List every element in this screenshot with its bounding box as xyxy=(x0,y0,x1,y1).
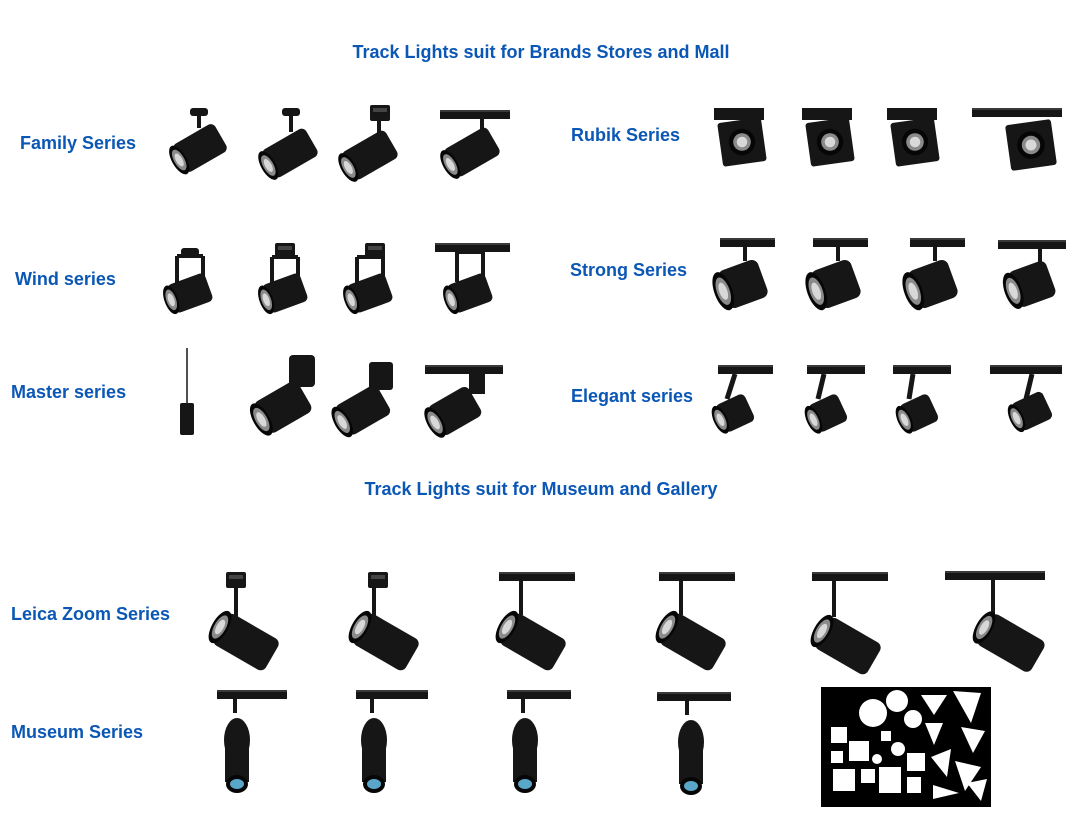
track-light-icon xyxy=(711,365,775,434)
heading-museum: Track Lights suit for Museum and Gallery xyxy=(364,479,718,499)
label-wind-series: Wind series xyxy=(15,269,116,289)
track-light-icon xyxy=(163,248,215,315)
track-light-icon xyxy=(902,238,970,311)
track-light-icon xyxy=(893,365,955,434)
track-light-icon xyxy=(249,355,320,436)
label-museum-series: Museum Series xyxy=(11,722,144,742)
label-leica-zoom-series: Leica Zoom Series xyxy=(11,604,171,624)
track-light-icon xyxy=(798,108,858,170)
track-light-icon xyxy=(710,108,770,170)
track-light-icon xyxy=(338,105,405,183)
track-light-icon xyxy=(945,571,1050,672)
label-family-series: Family Series xyxy=(20,133,137,153)
track-light-icon xyxy=(998,240,1068,309)
track-light-icon xyxy=(495,572,582,671)
track-light-icon xyxy=(331,362,400,438)
track-light-icon xyxy=(352,690,430,800)
track-light-icon xyxy=(258,108,320,183)
track-light-icon xyxy=(440,110,510,180)
heading-retail: Track Lights suit for Brands Stores and … xyxy=(352,42,730,62)
track-light-icon xyxy=(424,365,505,438)
track-light-icon xyxy=(505,690,575,800)
track-light-icon xyxy=(990,365,1065,433)
track-light-icon xyxy=(169,108,230,178)
track-light-icon xyxy=(213,690,288,800)
track-light-icon xyxy=(348,572,422,671)
label-rubik-series: Rubik Series xyxy=(571,125,681,145)
label-master-series: Master series xyxy=(11,382,127,402)
track-light-icon xyxy=(712,238,780,311)
label-elegant-series: Elegant series xyxy=(571,386,694,406)
track-light-icon xyxy=(804,365,869,434)
geometric-pattern-icon xyxy=(821,687,991,807)
track-light-icon xyxy=(883,108,943,170)
label-strong-series: Strong Series xyxy=(570,260,688,280)
track-light-icon xyxy=(972,108,1062,176)
track-light-icon xyxy=(805,238,873,311)
track-light-icon xyxy=(435,243,510,315)
track-light-icon xyxy=(208,572,282,671)
track-light-icon xyxy=(258,243,310,315)
track-light-icon xyxy=(343,243,395,315)
track-light-icon xyxy=(655,572,740,671)
track-light-icon xyxy=(655,692,733,802)
track-light-icon xyxy=(178,348,198,438)
track-light-icon xyxy=(808,572,893,675)
